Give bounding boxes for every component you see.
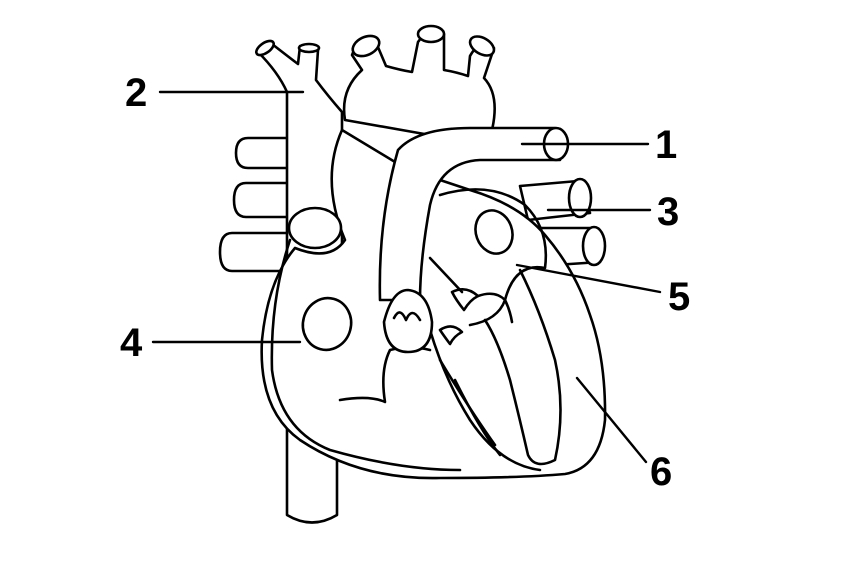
label-2: 2 [125, 71, 147, 115]
leader-6 [575, 376, 648, 464]
valves [382, 256, 514, 354]
leader-5 [515, 263, 662, 294]
label-1: 1 [655, 123, 677, 167]
left-atrium-wall [438, 188, 548, 327]
label-3: 3 [657, 190, 679, 234]
label-4: 4 [120, 321, 143, 365]
right-atrium-opening [301, 296, 353, 352]
left-ventricle-wall [483, 268, 562, 466]
pulmonary-artery [378, 126, 562, 302]
svc-opening [287, 206, 343, 250]
label-6: 6 [650, 450, 672, 494]
left-pulmonary-veins [218, 136, 302, 273]
pulmonary-vein-opening [474, 209, 514, 255]
inner-wall [438, 358, 497, 447]
right-atrium-wall [270, 238, 462, 472]
label-5: 5 [668, 275, 690, 319]
